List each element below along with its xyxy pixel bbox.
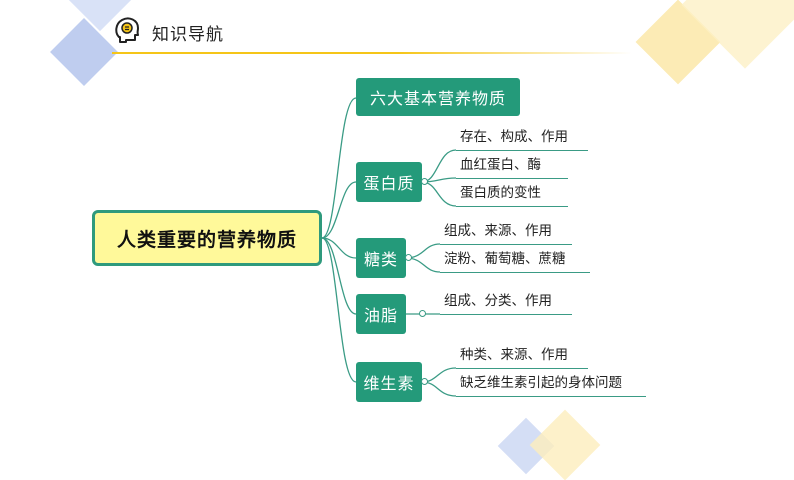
topic-carbohydrate: 糖类	[356, 238, 406, 278]
topic-protein: 蛋白质	[356, 162, 422, 202]
junction-dot-carbohydrate	[405, 254, 412, 261]
topic-nutrients: 六大基本营养物质	[356, 78, 520, 116]
leaf-protein-2: 血红蛋白、酶	[456, 153, 568, 179]
topic-vitamin: 维生素	[356, 362, 422, 402]
head-lightbulb-icon	[112, 15, 142, 49]
leaf-carb-2: 淀粉、葡萄糖、蔗糖	[440, 247, 590, 273]
leaf-fat-1: 组成、分类、作用	[440, 289, 572, 315]
mindmap-root: 人类重要的营养物质	[92, 210, 322, 266]
mindmap-connectors	[321, 97, 457, 397]
leaf-vitamin-2: 缺乏维生素引起的身体问题	[456, 371, 646, 397]
leaf-carb-1: 组成、来源、作用	[440, 219, 572, 245]
junction-dot-vitamin	[421, 378, 428, 385]
page-title: 知识导航	[152, 24, 224, 45]
leaf-protein-3: 蛋白质的变性	[456, 181, 568, 207]
junction-dot-protein	[421, 178, 428, 185]
header-underline	[112, 52, 632, 54]
leaf-vitamin-1: 种类、来源、作用	[456, 343, 588, 369]
root-branches	[321, 97, 357, 383]
header: 知识导航	[112, 14, 224, 50]
leaf-protein-1: 存在、构成、作用	[456, 125, 588, 151]
protein-branches	[421, 149, 457, 207]
topic-fat: 油脂	[356, 294, 406, 334]
junction-dot-fat	[419, 310, 426, 317]
